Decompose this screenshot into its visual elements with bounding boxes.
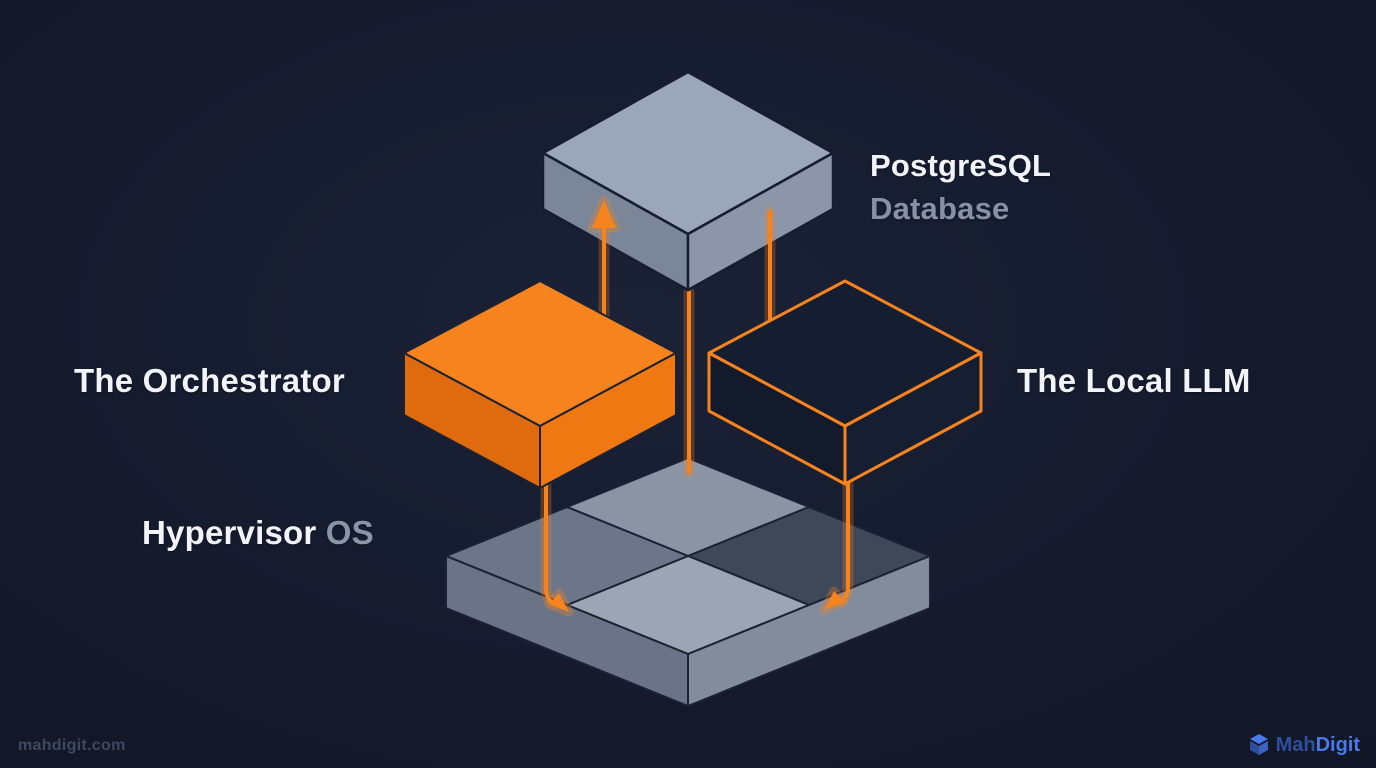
logo-text-primary: Mah <box>1275 733 1316 756</box>
postgres-title: PostgreSQL <box>870 148 1052 183</box>
mahdigit-logo-icon <box>1249 734 1268 755</box>
local-llm-label: The Local LLM <box>1017 362 1251 399</box>
postgres-box <box>541 70 835 292</box>
mahdigit-logo: MahDigit <box>1248 733 1360 757</box>
local-llm-box-right-face <box>843 351 983 486</box>
hypervisor-label-primary: Hypervisor <box>142 514 317 551</box>
postgres-box-right-face <box>686 151 835 292</box>
hypervisor-label-secondary: OS <box>325 514 374 551</box>
orchestrator-box-right-face <box>539 352 677 489</box>
arrow-orchestrator-to-hypervisor <box>540 432 574 617</box>
watermark-url: mahdigit.com <box>18 737 126 754</box>
arrowhead-down-right-icon <box>549 593 569 612</box>
arrow-local-llm-to-hypervisor <box>819 464 854 615</box>
orchestrator-box <box>403 280 677 489</box>
postgres-label: PostgreSQL Database <box>870 144 1051 230</box>
hypervisor-platform <box>445 457 931 707</box>
arrowhead-up-icon <box>592 200 616 228</box>
orchestrator-label: The Orchestrator <box>74 362 345 399</box>
local-llm-box <box>707 279 983 486</box>
postgres-subtitle: Database <box>870 191 1010 226</box>
logo-text-secondary: Digit <box>1315 733 1360 756</box>
hypervisor-label: Hypervisor OS <box>142 514 374 552</box>
arrowhead-down-left-icon <box>824 591 844 610</box>
